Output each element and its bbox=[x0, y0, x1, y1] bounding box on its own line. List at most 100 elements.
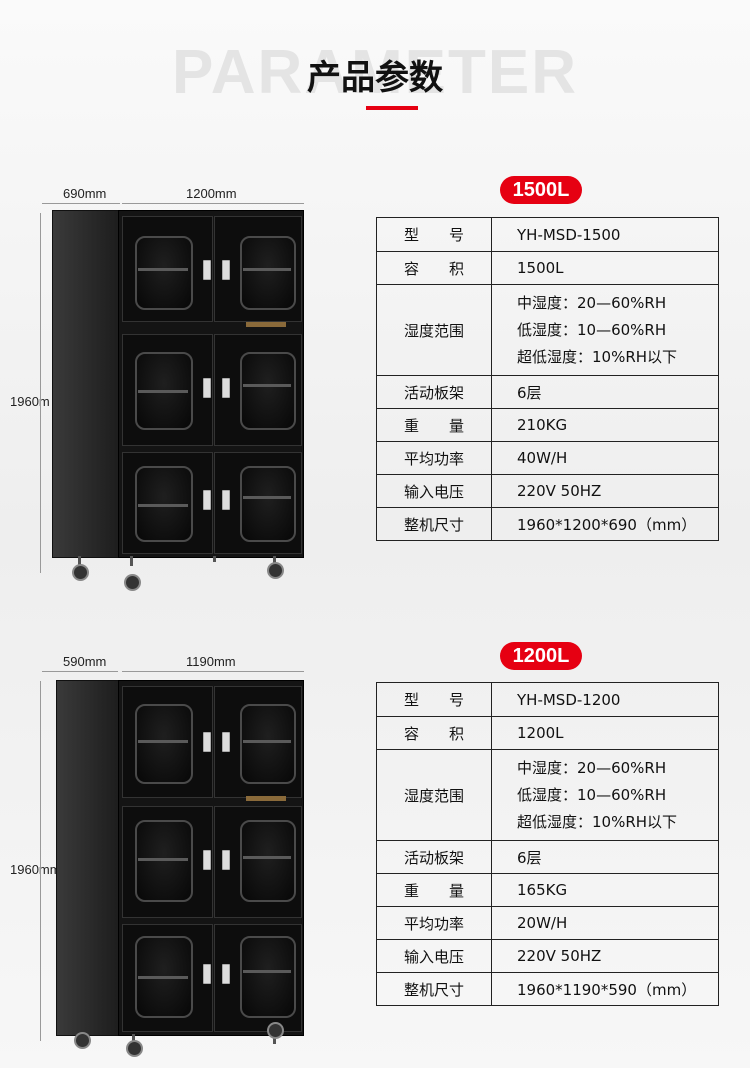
door-handle bbox=[222, 260, 230, 280]
title-underline bbox=[366, 106, 418, 110]
spec-key: 容 积 bbox=[376, 251, 492, 285]
caster-leg bbox=[130, 556, 133, 566]
spec-key: 整机尺寸 bbox=[376, 972, 492, 1006]
depth-dimension-line bbox=[42, 203, 120, 204]
table-row: 容 积 1500L bbox=[376, 251, 719, 285]
cabinet-side-panel bbox=[56, 680, 120, 1036]
spec-value: 1960*1200*690（mm） bbox=[491, 507, 719, 541]
door-handle bbox=[222, 732, 230, 752]
table-row: 湿度范围 中湿度：20—60%RH 低湿度：10—60%RH 超低湿度：10%R… bbox=[376, 749, 719, 841]
table-row: 容 积 1200L bbox=[376, 716, 719, 750]
spec-value: 低湿度：10—60%RH bbox=[517, 785, 667, 804]
spec-value: YH-MSD-1500 bbox=[491, 217, 719, 252]
caster-wheel bbox=[124, 574, 141, 591]
capacity-badge: 1500L bbox=[500, 176, 582, 204]
table-row: 型 号 YH-MSD-1500 bbox=[376, 217, 719, 252]
shelf bbox=[243, 740, 291, 743]
spec-value: YH-MSD-1200 bbox=[491, 682, 719, 717]
door-window bbox=[135, 820, 193, 902]
table-row: 平均功率 40W/H bbox=[376, 441, 719, 475]
caster-wheel bbox=[74, 1032, 91, 1049]
door-handle bbox=[222, 378, 230, 398]
door-handle bbox=[203, 850, 211, 870]
caster-wheel bbox=[267, 562, 284, 579]
depth-dimension: 590mm bbox=[63, 654, 107, 669]
shelf bbox=[138, 858, 188, 861]
shelf bbox=[138, 740, 188, 743]
door-handle bbox=[203, 378, 211, 398]
spec-key: 湿度范围 bbox=[376, 749, 492, 841]
spec-value: 超低湿度：10%RH以下 bbox=[517, 812, 678, 831]
caster-leg bbox=[273, 1034, 276, 1044]
shelf bbox=[138, 268, 188, 271]
table-row: 型 号 YH-MSD-1200 bbox=[376, 682, 719, 717]
spec-key: 整机尺寸 bbox=[376, 507, 492, 541]
caster-wheel bbox=[267, 1022, 284, 1039]
width-dimension-line bbox=[122, 671, 304, 672]
spec-value: 6层 bbox=[491, 375, 719, 409]
spec-key: 重 量 bbox=[376, 873, 492, 907]
door-handle bbox=[222, 490, 230, 510]
spec-value: 1960*1190*590（mm） bbox=[491, 972, 719, 1006]
door-window bbox=[240, 936, 296, 1018]
spec-value: 220V 50HZ bbox=[491, 474, 719, 508]
height-dimension-line bbox=[40, 213, 41, 573]
spec-key: 湿度范围 bbox=[376, 284, 492, 376]
shelf bbox=[243, 856, 291, 859]
caster-leg bbox=[213, 556, 216, 562]
door-handle bbox=[203, 490, 211, 510]
page-title: 产品参数 bbox=[307, 58, 443, 98]
spec-key: 活动板架 bbox=[376, 375, 492, 409]
spec-value: 1200L bbox=[491, 716, 719, 750]
width-dimension-line bbox=[122, 203, 304, 204]
height-dimension-line bbox=[40, 681, 41, 1041]
shelf bbox=[243, 496, 291, 499]
spec-value: 40W/H bbox=[491, 441, 719, 475]
shelf bbox=[138, 390, 188, 393]
door-window bbox=[240, 352, 296, 430]
door-window bbox=[135, 704, 193, 784]
door-handle bbox=[222, 964, 230, 984]
spec-key: 平均功率 bbox=[376, 441, 492, 475]
width-dimension: 1190mm bbox=[186, 654, 236, 669]
background-watermark-word: PARAMETER bbox=[171, 38, 579, 107]
spec-table: 型 号 YH-MSD-1200 容 积 1200L 湿度范围 中湿度：20—60… bbox=[376, 682, 719, 1006]
spec-key: 容 积 bbox=[376, 716, 492, 750]
shelf bbox=[243, 970, 291, 973]
caster-leg bbox=[273, 556, 276, 566]
door-window bbox=[240, 820, 296, 902]
depth-dimension-line bbox=[42, 671, 118, 672]
caster-leg bbox=[132, 1034, 135, 1044]
door-window bbox=[240, 466, 296, 542]
door-handle bbox=[222, 850, 230, 870]
shelf bbox=[138, 504, 188, 507]
table-row: 输入电压 220V 50HZ bbox=[376, 939, 719, 973]
spec-value: 超低湿度：10%RH以下 bbox=[517, 347, 678, 366]
spec-key: 型 号 bbox=[376, 217, 492, 252]
door-handle bbox=[203, 732, 211, 752]
spec-value: 165KG bbox=[491, 873, 719, 907]
spec-table: 型 号 YH-MSD-1500 容 积 1500L 湿度范围 中湿度：20—60… bbox=[376, 217, 719, 541]
table-row: 湿度范围 中湿度：20—60%RH 低湿度：10—60%RH 超低湿度：10%R… bbox=[376, 284, 719, 376]
door-window bbox=[240, 236, 296, 310]
control-panel-plate bbox=[246, 322, 286, 327]
spec-value: 220V 50HZ bbox=[491, 939, 719, 973]
table-row: 输入电压 220V 50HZ bbox=[376, 474, 719, 508]
door-window bbox=[240, 704, 296, 784]
spec-key: 输入电压 bbox=[376, 474, 492, 508]
shelf bbox=[138, 976, 188, 979]
table-row: 重 量 210KG bbox=[376, 408, 719, 442]
spec-value: 20W/H bbox=[491, 906, 719, 940]
spec-value-list: 中湿度：20—60%RH 低湿度：10—60%RH 超低湿度：10%RH以下 bbox=[491, 284, 719, 376]
spec-value: 6层 bbox=[491, 840, 719, 874]
width-dimension: 1200mm bbox=[186, 186, 237, 201]
table-row: 活动板架 6层 bbox=[376, 375, 719, 409]
shelf bbox=[243, 384, 291, 387]
table-row: 整机尺寸 1960*1200*690（mm） bbox=[376, 507, 719, 541]
spec-key: 重 量 bbox=[376, 408, 492, 442]
door-window bbox=[135, 236, 193, 310]
caster-wheel bbox=[72, 564, 89, 581]
height-dimension: 1960m bbox=[10, 394, 50, 409]
depth-dimension: 690mm bbox=[63, 186, 107, 201]
door-handle bbox=[203, 964, 211, 984]
